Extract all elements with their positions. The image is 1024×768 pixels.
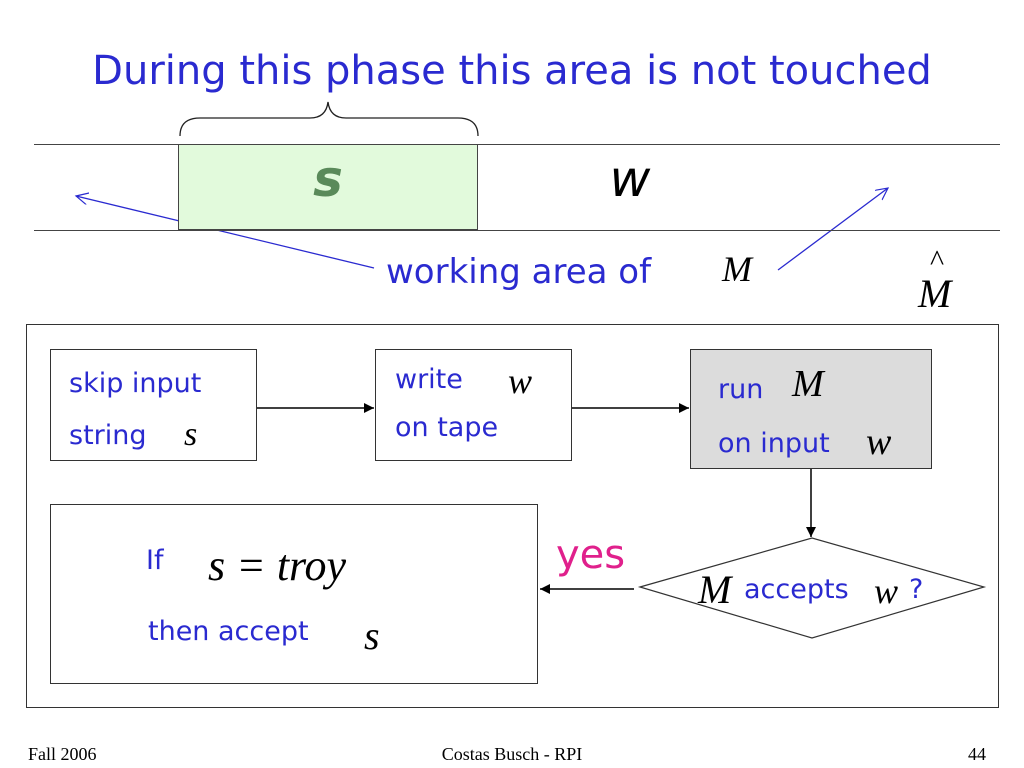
- working-area-label: working area of: [386, 252, 652, 292]
- footer-center: Costas Busch - RPI: [441, 744, 583, 764]
- brace: [179, 101, 479, 137]
- write-box: [375, 349, 572, 461]
- decision-diamond: [637, 537, 987, 639]
- run-machine: M: [792, 363, 824, 405]
- result-line2: then accept: [148, 616, 309, 647]
- skip-line1: skip input: [69, 368, 202, 399]
- footer-right: 44: [968, 744, 986, 764]
- machine-frame: [26, 324, 999, 708]
- result-condition: s = troy: [208, 541, 347, 590]
- skip-var: s: [184, 416, 198, 453]
- decision-question: ?: [909, 574, 924, 605]
- write-var: w: [508, 361, 533, 401]
- working-area-left-arrow: [76, 196, 375, 269]
- machine-hat-symbol: M: [918, 271, 952, 316]
- write-line2: on tape: [395, 412, 499, 443]
- footer-left: Fall 2006: [28, 744, 97, 764]
- yes-label: yes: [556, 532, 626, 578]
- run-box: [690, 349, 932, 469]
- run-word: run: [718, 374, 764, 405]
- tape-top-line: [34, 144, 1000, 145]
- tape-w-symbol: w: [609, 150, 651, 208]
- decision-machine: M: [698, 567, 732, 612]
- result-box: [50, 504, 538, 684]
- tape-s-cell: [178, 144, 478, 230]
- slide-title: During this phase this area is not touch…: [92, 48, 932, 94]
- machine-hat-caret: ^: [930, 244, 945, 277]
- tape-bottom-line: [34, 230, 1000, 231]
- write-word: write: [395, 364, 463, 395]
- working-area-right-arrow: [777, 188, 888, 271]
- result-var: s: [364, 613, 380, 658]
- result-if: If: [146, 545, 164, 576]
- run-var: w: [866, 421, 892, 463]
- run-line2: on input: [718, 428, 830, 459]
- decision-var: w: [874, 571, 899, 611]
- skip-line2: string: [69, 420, 147, 451]
- skip-input-box: [50, 349, 257, 461]
- working-area-machine: M: [722, 249, 752, 289]
- decision-text: accepts: [744, 574, 849, 605]
- tape-s-symbol: s: [313, 150, 343, 208]
